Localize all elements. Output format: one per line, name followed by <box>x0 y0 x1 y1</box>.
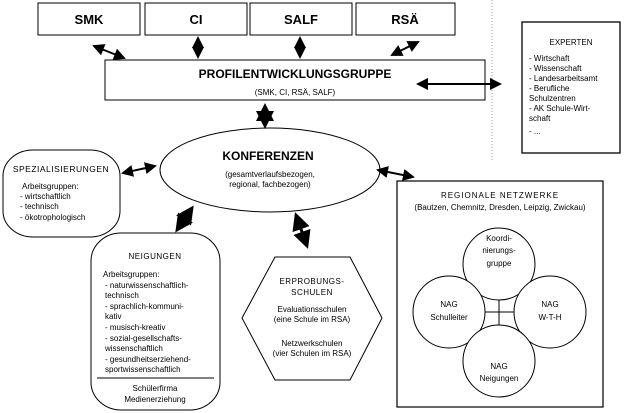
neigungen-footer: Schülerfirma <box>133 384 178 393</box>
arrow-rsa <box>390 41 420 56</box>
neigungen-line: Arbeitsgruppen: <box>103 270 159 279</box>
circle-label: Schulleiter <box>430 313 468 322</box>
neigungen-line: kativ <box>105 312 121 321</box>
box-ci <box>144 2 248 36</box>
circle-label: nierungs- <box>482 246 516 255</box>
circle-nag-neigungen <box>462 324 536 398</box>
label-salf: SALF <box>284 12 318 27</box>
neigungen-title: NEIGUNGEN <box>129 252 182 261</box>
erprobung-line: Evaluationsschulen <box>278 305 347 314</box>
neigungen-line: - gesundheitserziehend- <box>105 355 191 364</box>
experten-item: - Landesarbeitsamt <box>529 74 598 83</box>
konferenzen-line: regional, fachbezogen) <box>229 180 311 189</box>
experten-item: - AK Schule-Wirt- <box>529 104 591 113</box>
box-regionale-netzwerke <box>396 180 604 408</box>
erprobung-line: (eine Schule im RSA) <box>274 315 351 324</box>
circle-nag-wth <box>513 275 587 349</box>
arrow-smk <box>92 44 126 60</box>
box-neigungen <box>90 232 221 411</box>
arrow-spezialisierungen <box>121 162 157 177</box>
spezialisierungen-title: SPEZIALISIERUNGEN <box>13 164 109 174</box>
circle-nag-schulleiter <box>412 275 486 349</box>
profil-title: PROFILENTWICKLUNGSGRUPPE <box>199 67 392 81</box>
experten-item: - Wissenschaft <box>529 64 582 73</box>
box-smk <box>37 2 141 36</box>
box-experten <box>521 21 621 154</box>
experten-item: schaft <box>529 114 551 123</box>
experten-item: Schulzentren <box>529 94 576 103</box>
erprobung-line: (vier Schulen im RSA) <box>273 349 352 358</box>
konferenzen-title: KONFERENZEN <box>222 149 313 163</box>
label-smk: SMK <box>75 12 105 27</box>
label-ci: CI <box>190 12 203 27</box>
spezialisierungen-line: - ökotrophologisch <box>20 213 85 222</box>
circle-label: Neigungen <box>480 374 519 383</box>
spezialisierungen-line: - wirtschaftlich <box>20 192 71 201</box>
hexagon-erprobungsschulen <box>241 256 383 381</box>
circle-label: W-T-H <box>539 313 562 322</box>
konferenzen-line: (gesamtverlaufsbezogen, <box>225 170 315 179</box>
circle-label: NAG <box>440 300 457 309</box>
experten-item: - Berufliche <box>529 84 570 93</box>
neigungen-line: sportwissenschaftlich <box>105 365 181 374</box>
erprobung-title: ERPROBUNGS- <box>279 277 344 286</box>
experten-item: - ... <box>529 127 541 136</box>
experten-title: EXPERTEN <box>550 38 593 47</box>
neigungen-line: technisch <box>105 291 139 300</box>
regional-title: REGIONALE NETZWERKE <box>441 191 559 200</box>
erprobung-line: Netzwerkschulen <box>282 339 343 348</box>
spezialisierungen-line: - technisch <box>20 202 59 211</box>
circle-label: gruppe <box>487 259 512 268</box>
erprobung-title: SCHULEN <box>291 288 333 297</box>
neigungen-line: - naturwissenschaftlich- <box>105 281 189 290</box>
circle-label: Koordi- <box>486 234 512 243</box>
box-rsa <box>355 2 456 36</box>
neigungen-line: wissenschaftlich <box>104 344 163 353</box>
neigungen-line: - sprachlich-kommuni- <box>105 302 184 311</box>
neigungen-line: - sozial-gesellschafts- <box>105 334 182 343</box>
experten-item: - Wirtschaft <box>529 54 570 63</box>
box-spezialisierungen <box>2 149 121 238</box>
regional-subtitle: (Bautzen, Chemnitz, Dresden, Leipzig, Zw… <box>414 203 586 212</box>
box-salf <box>249 2 353 36</box>
profil-subtitle: (SMK, CI, RSÄ, SALF) <box>255 88 336 97</box>
circle-koordinierungsgruppe <box>462 227 536 301</box>
arrow-erprobung <box>292 212 311 249</box>
arrow-neigungen <box>175 205 194 233</box>
neigungen-footer: Medienerziehung <box>124 395 185 404</box>
neigungen-line: - musisch-kreativ <box>105 323 165 332</box>
spezialisierungen-line: Arbeitsgruppen: <box>22 182 78 191</box>
label-rsa: RSÄ <box>391 12 419 27</box>
circle-label: NAG <box>490 362 507 371</box>
arrow-regional <box>376 166 415 181</box>
circle-label: NAG <box>541 300 558 309</box>
